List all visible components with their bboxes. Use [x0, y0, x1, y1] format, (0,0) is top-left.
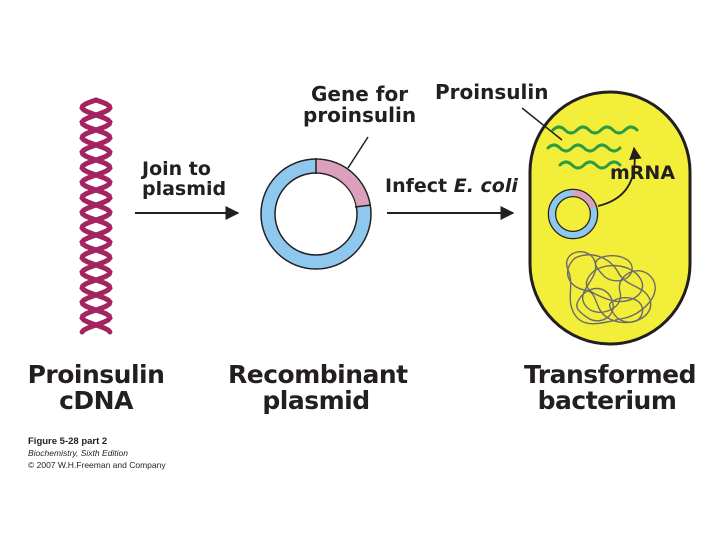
proinsulin-pointer	[521, 107, 563, 141]
infect-label: Infect E. coli	[385, 175, 518, 197]
gene-label-line-2: proinsulin	[303, 103, 417, 127]
dna-strand-b	[79, 97, 113, 335]
infect-label-text: Infect	[385, 175, 454, 197]
gene-for-proinsulin-label: Gene for proinsulin	[303, 84, 416, 126]
dna-strand-a	[79, 97, 113, 335]
proinsulin-label: Proinsulin	[435, 80, 549, 104]
plasmid-stage-label: Recombinant plasmid	[228, 360, 408, 416]
recombinant-plasmid-icon	[260, 158, 372, 270]
e-coli-label: E. coli	[453, 175, 518, 197]
book-title: Biochemistry, Sixth Edition	[28, 448, 128, 458]
internal-gene-segment	[572, 190, 596, 210]
join-label-line-2: plasmid	[142, 177, 227, 200]
bacterium-stage-label: Transformed bacterium	[524, 360, 696, 416]
plasmid-stage-line-1: Recombinant	[228, 360, 408, 389]
expression-arrow	[597, 146, 642, 207]
bacterium-stage-line-1: Transformed	[524, 360, 696, 389]
bacterial-chromosome	[565, 251, 656, 325]
mrna-label: mRNA	[610, 162, 676, 184]
plasmid-stage-line-2: plasmid	[262, 386, 370, 416]
gene-label-line-1: Gene for	[311, 82, 409, 106]
cdna-stage-line-1: Proinsulin	[27, 360, 165, 389]
gene-pointer	[347, 136, 369, 169]
join-to-plasmid-label: Join to plasmid	[142, 158, 227, 200]
cdna-stage-line-2: cDNA	[59, 386, 133, 416]
gene-junction-right	[354, 204, 372, 208]
bacterium-stage-line-2: bacterium	[537, 386, 677, 416]
bacterium-icon	[528, 90, 692, 346]
mrna-strand	[551, 125, 639, 135]
dna-helix-icon	[79, 97, 113, 335]
figure-number: Figure 5-28 part 2	[28, 436, 108, 447]
cdna-stage-label: Proinsulin cDNA	[27, 360, 165, 416]
mrna-strand	[546, 143, 622, 153]
copyright-line: © 2007 W.H.Freeman and Company	[28, 460, 166, 470]
mrna-strand	[558, 160, 622, 170]
proinsulin-gene-segment	[315, 159, 370, 208]
join-label-line-1: Join to	[142, 158, 211, 180]
